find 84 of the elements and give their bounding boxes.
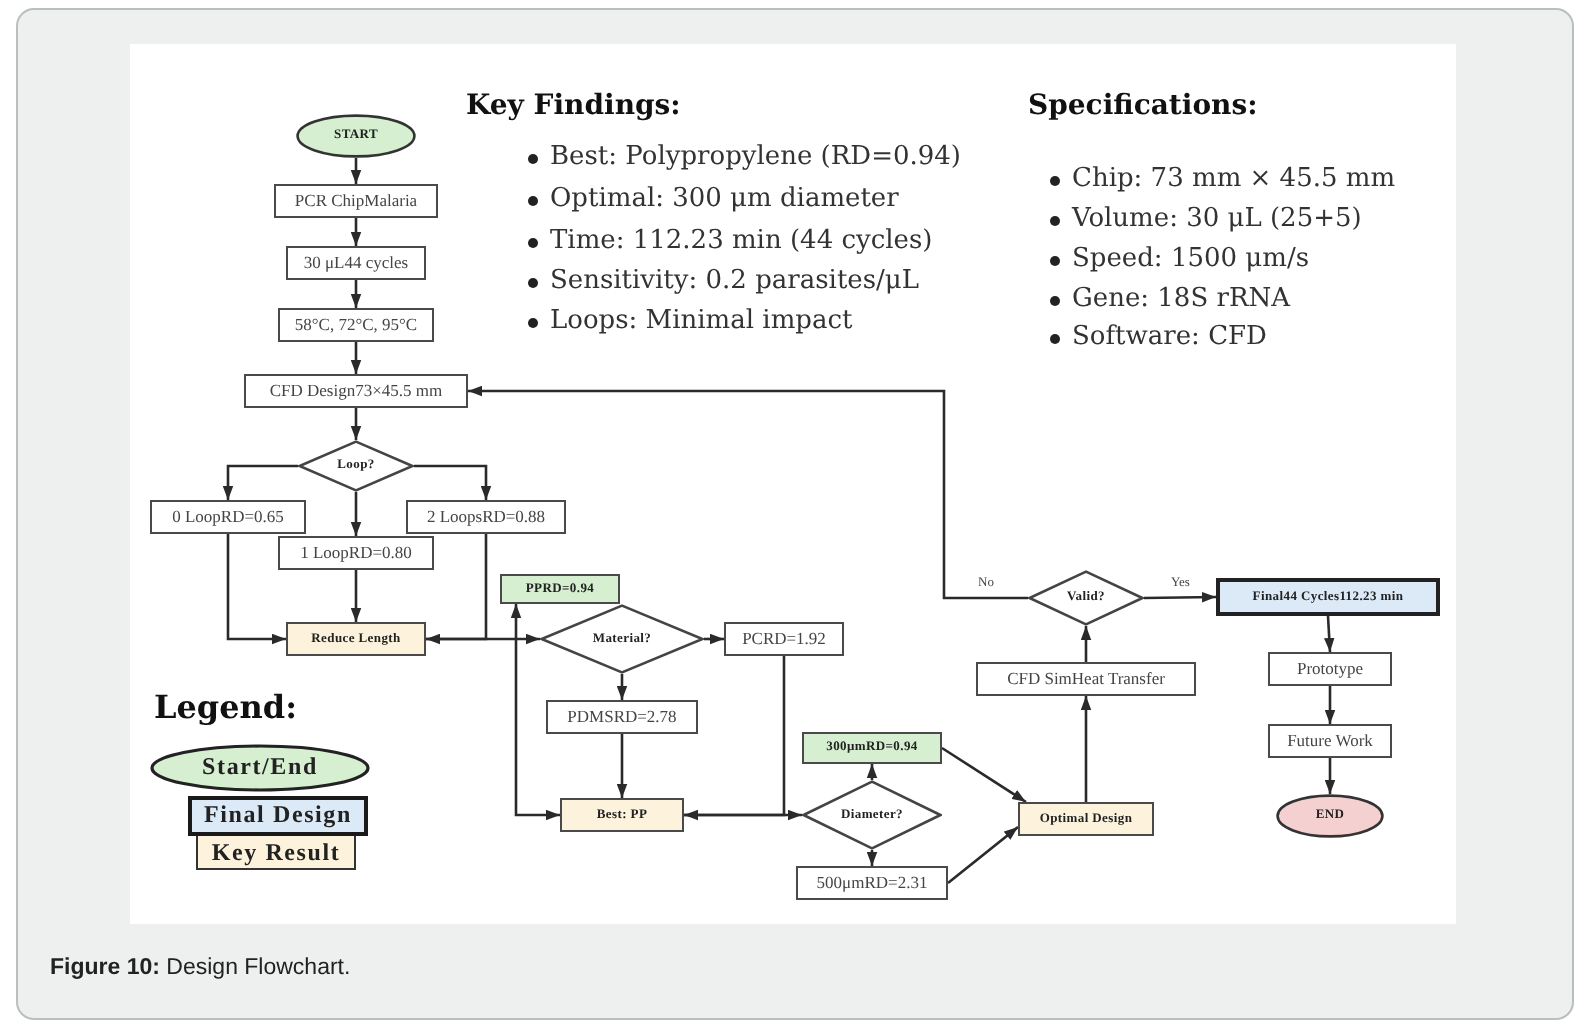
flow-arrow — [350, 218, 362, 246]
flow-arrow — [684, 656, 786, 821]
process-box — [278, 308, 434, 342]
list-item-text: Optimal: 300 μm diameter — [550, 184, 899, 216]
step-label: 58°C, 72°C, 95°C — [294, 315, 418, 335]
process-box — [802, 732, 942, 764]
flow-arrow — [1324, 758, 1336, 794]
list-item-text: Gene: 18S rRNA — [1072, 284, 1291, 316]
decision-diamond — [298, 440, 414, 492]
process-box — [244, 374, 468, 408]
step-label: CFD SimHeat Transfer — [1007, 669, 1165, 689]
list-item-text: Speed: 1500 μm/s — [1072, 244, 1309, 276]
section-heading: Specifications: — [1028, 90, 1258, 124]
step-label: 2 LoopsRD=0.88 — [426, 507, 546, 527]
list-item-text: Sensitivity: 0.2 parasites/μL — [550, 266, 919, 298]
flow-arrow — [426, 633, 540, 645]
legend-label: Key Result — [211, 839, 341, 866]
process-box — [1268, 724, 1392, 758]
step-label: PDMSRD=2.78 — [567, 707, 677, 727]
flow-arrow — [616, 734, 628, 798]
list-item-text: Time: 112.23 min (44 cycles) — [550, 226, 933, 258]
list-item-text: Chip: 73 mm × 45.5 mm — [1072, 164, 1396, 196]
decision-diamond — [802, 780, 942, 850]
process-box — [274, 184, 438, 218]
list-item-text: Best: Polypropylene (RD=0.94) — [550, 142, 961, 174]
result-box — [1216, 578, 1440, 616]
step-label: 0 LoopRD=0.65 — [172, 507, 284, 527]
flow-arrow — [222, 464, 298, 500]
step-label: CFD Design73×45.5 mm — [269, 381, 443, 401]
flow-arrow — [426, 534, 488, 645]
flow-arrow — [226, 534, 286, 645]
flow-arrow — [704, 633, 724, 645]
process-box — [546, 700, 698, 734]
flow-arrow — [1324, 615, 1335, 653]
step-label: 30 μL44 cycles — [303, 253, 409, 273]
step-label: Prototype — [1296, 659, 1364, 679]
process-box — [278, 536, 434, 570]
decision-diamond — [540, 604, 704, 674]
flow-arrow — [1080, 696, 1092, 802]
legend-label: Start/End — [202, 754, 318, 782]
process-box — [406, 500, 566, 534]
flow-arrow — [616, 674, 628, 700]
process-box — [286, 622, 426, 656]
flow-arrow — [350, 408, 362, 440]
step-label: PCRD=1.92 — [742, 629, 826, 649]
list-item-text: Software: CFD — [1072, 322, 1267, 354]
flow-arrow — [947, 826, 1019, 884]
flow-arrow — [684, 809, 802, 821]
process-box — [286, 246, 426, 280]
flow-arrow — [866, 764, 878, 780]
decision-diamond — [1028, 570, 1144, 626]
figure-caption: Figure 10: Design Flowchart. — [50, 956, 351, 984]
process-box — [500, 574, 620, 604]
flow-arrow — [350, 342, 362, 374]
process-box — [1268, 652, 1392, 686]
flow-arrow — [1324, 686, 1336, 724]
step-label: 1 LoopRD=0.80 — [300, 543, 412, 563]
flow-arrow — [350, 492, 362, 536]
list-item-text: Loops: Minimal impact — [550, 306, 853, 338]
flow-arrow — [468, 385, 1028, 600]
flow-arrow — [350, 570, 362, 622]
flow-arrow — [1144, 591, 1216, 603]
flow-arrow — [941, 746, 1027, 804]
terminal-ellipse — [296, 114, 416, 158]
legend-title: Legend: — [154, 688, 298, 727]
process-box — [976, 662, 1196, 696]
process-box — [560, 798, 684, 832]
process-box — [796, 866, 948, 900]
flow-arrow — [350, 158, 362, 184]
step-label: Future Work — [1287, 731, 1373, 751]
flow-arrow — [866, 850, 878, 866]
section-heading: Key Findings: — [466, 90, 681, 124]
process-box — [150, 500, 306, 534]
flow-arrow — [350, 280, 362, 308]
terminal-ellipse — [1276, 794, 1384, 838]
step-label: PCR ChipMalaria — [294, 191, 418, 211]
legend-label: Final Design — [204, 802, 352, 830]
list-item-text: Volume: 30 μL (25+5) — [1072, 204, 1362, 236]
process-box — [1018, 802, 1154, 836]
double-headed-arrow — [510, 604, 560, 821]
flow-arrow — [414, 464, 492, 500]
step-label: 500μmRD=2.31 — [816, 873, 928, 893]
process-box — [724, 622, 844, 656]
flow-arrow — [1080, 626, 1092, 662]
